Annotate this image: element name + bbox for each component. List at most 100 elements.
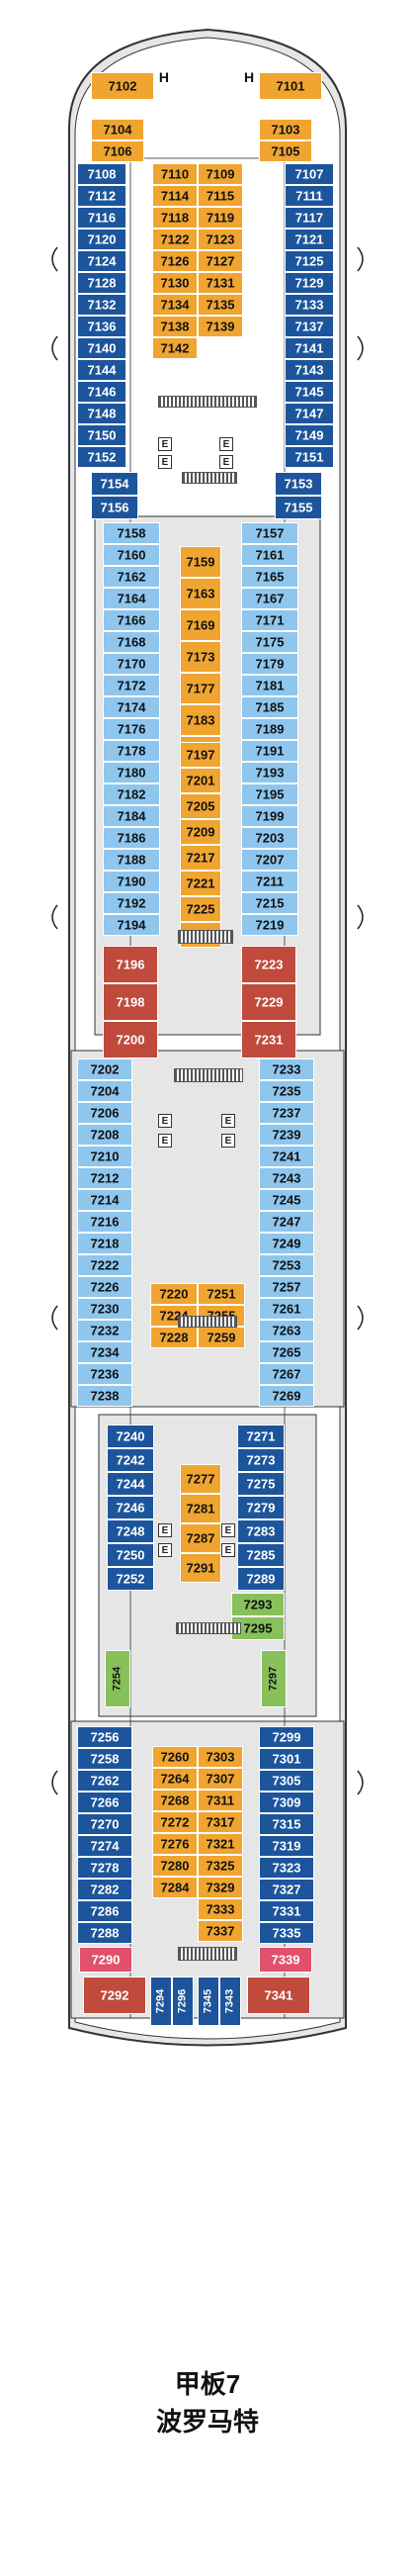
- cabin-7204[interactable]: 7204: [77, 1080, 132, 1102]
- cabin-7237[interactable]: 7237: [259, 1102, 314, 1124]
- cabin-7319[interactable]: 7319: [259, 1835, 314, 1857]
- cabin-7242[interactable]: 7242: [107, 1448, 154, 1472]
- cabin-7207[interactable]: 7207: [241, 849, 298, 871]
- cabin-7143[interactable]: 7143: [285, 359, 334, 381]
- cabin-7173[interactable]: 7173: [180, 641, 221, 673]
- cabin-7248[interactable]: 7248: [107, 1519, 154, 1543]
- cabin-7209[interactable]: 7209: [180, 819, 221, 845]
- cabin-7257[interactable]: 7257: [259, 1276, 314, 1298]
- cabin-7117[interactable]: 7117: [285, 207, 334, 229]
- cabin-7126[interactable]: 7126: [152, 250, 198, 272]
- cabin-7262[interactable]: 7262: [77, 1770, 132, 1792]
- cabin-7251[interactable]: 7251: [198, 1283, 245, 1305]
- cabin-7160[interactable]: 7160: [103, 544, 160, 566]
- cabin-7147[interactable]: 7147: [285, 403, 334, 424]
- cabin-7284[interactable]: 7284: [152, 1877, 198, 1898]
- cabin-7321[interactable]: 7321: [198, 1833, 243, 1855]
- cabin-7323[interactable]: 7323: [259, 1857, 314, 1879]
- cabin-7156[interactable]: 7156: [91, 496, 138, 519]
- cabin-7158[interactable]: 7158: [103, 522, 160, 544]
- cabin-7245[interactable]: 7245: [259, 1189, 314, 1211]
- cabin-7107[interactable]: 7107: [285, 163, 334, 185]
- cabin-7153[interactable]: 7153: [275, 472, 322, 496]
- cabin-7228[interactable]: 7228: [150, 1327, 198, 1348]
- cabin-7176[interactable]: 7176: [103, 718, 160, 740]
- cabin-7220[interactable]: 7220: [150, 1283, 198, 1305]
- cabin-7294[interactable]: 7294: [150, 1977, 172, 2026]
- cabin-7166[interactable]: 7166: [103, 609, 160, 631]
- cabin-7345[interactable]: 7345: [198, 1977, 219, 2026]
- cabin-7271[interactable]: 7271: [237, 1425, 285, 1448]
- cabin-7161[interactable]: 7161: [241, 544, 298, 566]
- cabin-7103[interactable]: 7103: [259, 119, 312, 140]
- cabin-7243[interactable]: 7243: [259, 1167, 314, 1189]
- cabin-7339[interactable]: 7339: [259, 1947, 312, 1973]
- cabin-7182[interactable]: 7182: [103, 783, 160, 805]
- cabin-7200[interactable]: 7200: [103, 1021, 158, 1058]
- cabin-7191[interactable]: 7191: [241, 740, 298, 762]
- cabin-7123[interactable]: 7123: [198, 229, 243, 250]
- cabin-7307[interactable]: 7307: [198, 1768, 243, 1790]
- cabin-7247[interactable]: 7247: [259, 1211, 314, 1233]
- cabin-7225[interactable]: 7225: [180, 896, 221, 922]
- cabin-7215[interactable]: 7215: [241, 892, 298, 914]
- cabin-7112[interactable]: 7112: [77, 185, 126, 207]
- cabin-7195[interactable]: 7195: [241, 783, 298, 805]
- cabin-7232[interactable]: 7232: [77, 1320, 132, 1341]
- cabin-7264[interactable]: 7264: [152, 1768, 198, 1790]
- cabin-7171[interactable]: 7171: [241, 609, 298, 631]
- cabin-7188[interactable]: 7188: [103, 849, 160, 871]
- cabin-7278[interactable]: 7278: [77, 1857, 132, 1879]
- cabin-7281[interactable]: 7281: [180, 1494, 221, 1523]
- cabin-7292[interactable]: 7292: [83, 1977, 146, 2014]
- cabin-7206[interactable]: 7206: [77, 1102, 132, 1124]
- cabin-7280[interactable]: 7280: [152, 1855, 198, 1877]
- cabin-7327[interactable]: 7327: [259, 1879, 314, 1900]
- cabin-7106[interactable]: 7106: [91, 140, 144, 162]
- cabin-7120[interactable]: 7120: [77, 229, 126, 250]
- cabin-7145[interactable]: 7145: [285, 381, 334, 403]
- cabin-7244[interactable]: 7244: [107, 1472, 154, 1496]
- cabin-7290[interactable]: 7290: [79, 1947, 132, 1973]
- cabin-7109[interactable]: 7109: [198, 163, 243, 185]
- cabin-7152[interactable]: 7152: [77, 446, 126, 468]
- cabin-7234[interactable]: 7234: [77, 1341, 132, 1363]
- cabin-7104[interactable]: 7104: [91, 119, 144, 140]
- cabin-7183[interactable]: 7183: [180, 704, 221, 736]
- cabin-7139[interactable]: 7139: [198, 316, 243, 337]
- cabin-7299[interactable]: 7299: [259, 1726, 314, 1748]
- cabin-7118[interactable]: 7118: [152, 207, 198, 229]
- cabin-7335[interactable]: 7335: [259, 1922, 314, 1944]
- cabin-7265[interactable]: 7265: [259, 1341, 314, 1363]
- cabin-7260[interactable]: 7260: [152, 1746, 198, 1768]
- cabin-7259[interactable]: 7259: [198, 1327, 245, 1348]
- cabin-7138[interactable]: 7138: [152, 316, 198, 337]
- cabin-7180[interactable]: 7180: [103, 762, 160, 783]
- cabin-7287[interactable]: 7287: [180, 1523, 221, 1553]
- cabin-7136[interactable]: 7136: [77, 316, 126, 337]
- cabin-7168[interactable]: 7168: [103, 631, 160, 653]
- cabin-7185[interactable]: 7185: [241, 696, 298, 718]
- cabin-7146[interactable]: 7146: [77, 381, 126, 403]
- cabin-7315[interactable]: 7315: [259, 1813, 314, 1835]
- cabin-7317[interactable]: 7317: [198, 1811, 243, 1833]
- cabin-7309[interactable]: 7309: [259, 1792, 314, 1813]
- cabin-7189[interactable]: 7189: [241, 718, 298, 740]
- cabin-7275[interactable]: 7275: [237, 1472, 285, 1496]
- cabin-7221[interactable]: 7221: [180, 871, 221, 896]
- cabin-7144[interactable]: 7144: [77, 359, 126, 381]
- cabin-7169[interactable]: 7169: [180, 609, 221, 641]
- cabin-7194[interactable]: 7194: [103, 914, 160, 936]
- cabin-7174[interactable]: 7174: [103, 696, 160, 718]
- cabin-7124[interactable]: 7124: [77, 250, 126, 272]
- cabin-7196[interactable]: 7196: [103, 946, 158, 983]
- cabin-7226[interactable]: 7226: [77, 1276, 132, 1298]
- cabin-7273[interactable]: 7273: [237, 1448, 285, 1472]
- cabin-7268[interactable]: 7268: [152, 1790, 198, 1811]
- cabin-7276[interactable]: 7276: [152, 1833, 198, 1855]
- cabin-7274[interactable]: 7274: [77, 1835, 132, 1857]
- cabin-7285[interactable]: 7285: [237, 1543, 285, 1567]
- cabin-7116[interactable]: 7116: [77, 207, 126, 229]
- cabin-7163[interactable]: 7163: [180, 578, 221, 609]
